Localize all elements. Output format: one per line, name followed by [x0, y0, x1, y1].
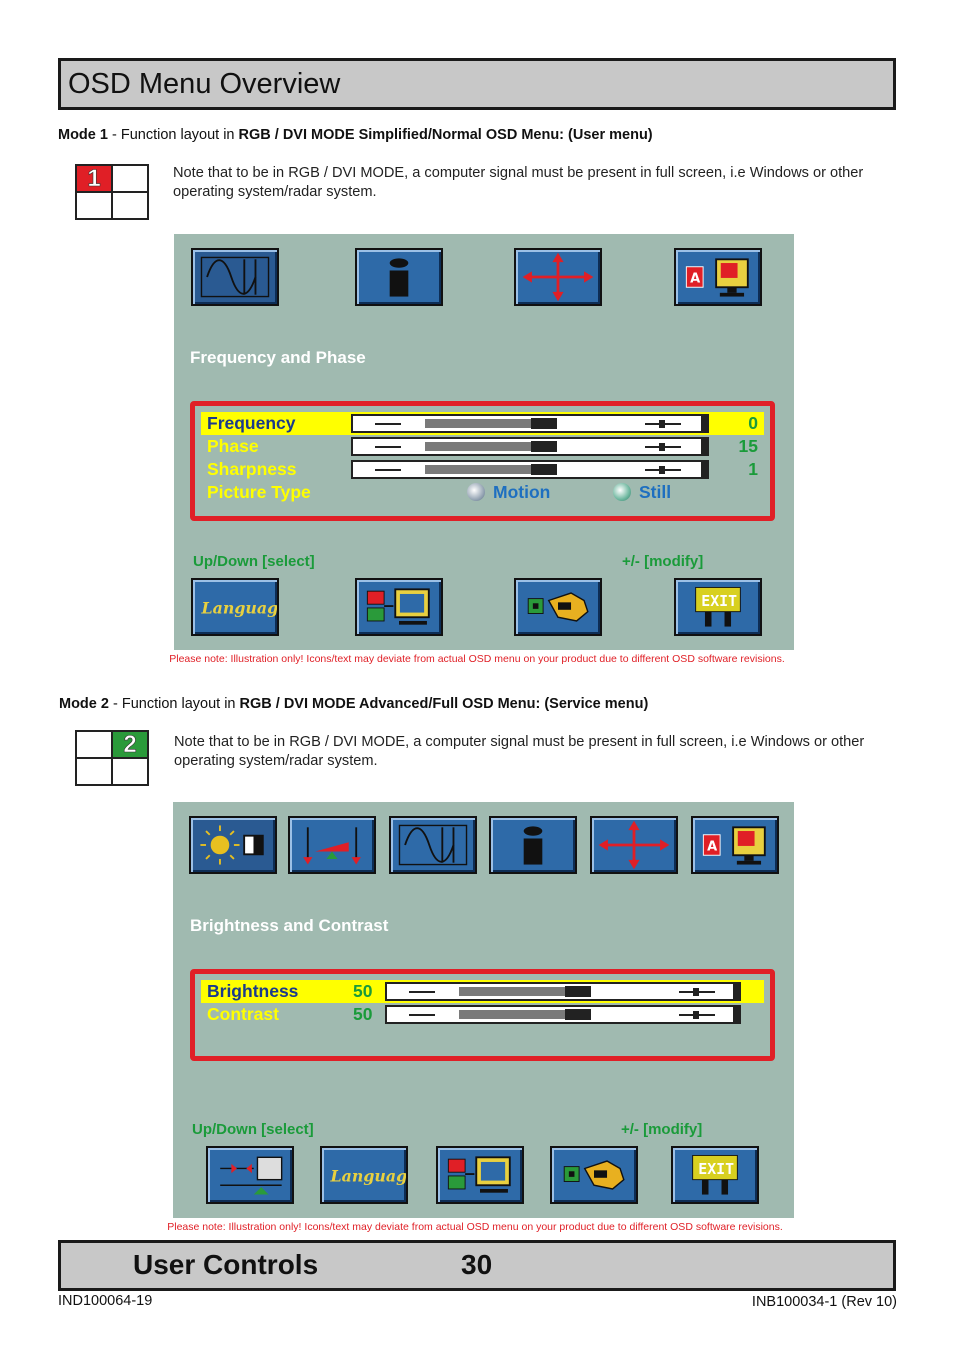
language-icon[interactable]: Language: [320, 1146, 408, 1204]
phase-value: 15: [738, 436, 758, 456]
mode1-osd-menu: A Frequency and Phase Frequency 0 Phase …: [174, 234, 794, 650]
page-number: 30: [461, 1249, 493, 1280]
grid-cell-active: 2: [112, 730, 148, 758]
tools-icon[interactable]: [514, 578, 602, 636]
svg-text:A: A: [690, 272, 701, 287]
svg-text:EXIT: EXIT: [701, 592, 737, 610]
mode1-grid-icon: 1: [75, 164, 149, 220]
brightness-contrast-icon[interactable]: [189, 816, 277, 874]
contrast-row[interactable]: Contrast 50: [201, 1003, 764, 1026]
mode1-heading: Mode 1 - Function layout in RGB / DVI MO…: [58, 127, 653, 143]
frequency-phase-icon[interactable]: [191, 248, 279, 306]
position-arrows-icon[interactable]: [590, 816, 678, 874]
page-title: OSD Menu Overview: [68, 68, 341, 100]
svg-text:A: A: [707, 840, 718, 855]
brightness-value: 50: [353, 981, 373, 1001]
info-icon[interactable]: [355, 248, 443, 306]
sharpness-row[interactable]: Sharpness 1: [207, 459, 758, 479]
mode2-grid-icon: 2: [75, 730, 149, 786]
doc-code-right: INB100034-1 (Rev 10): [751, 1294, 897, 1310]
color-icon[interactable]: [288, 816, 376, 874]
phase-slider[interactable]: [351, 437, 709, 456]
picture-type-row[interactable]: Picture Type Motion Still: [207, 481, 672, 504]
mode1-section-title: Frequency and Phase: [190, 348, 366, 367]
frequency-value: 0: [748, 413, 758, 433]
mode2-note: Note that to be in RGB / DVI MODE, a com…: [174, 734, 865, 769]
footer-bar: User Controls 30: [58, 1240, 896, 1291]
pip-icon[interactable]: [206, 1146, 294, 1204]
svg-text:Language: Language: [329, 1167, 406, 1186]
motion-radio-icon: [467, 483, 485, 501]
mode1-hint-modify: +/- [modify]: [622, 553, 704, 570]
doc-code-left: IND100064-19: [58, 1293, 153, 1309]
motion-option[interactable]: Motion: [467, 481, 550, 504]
position-arrows-icon[interactable]: [514, 248, 602, 306]
exit-icon[interactable]: EXIT: [674, 578, 762, 636]
brightness-row[interactable]: Brightness 50: [201, 980, 764, 1003]
mode1-note: Note that to be in RGB / DVI MODE, a com…: [173, 165, 864, 200]
grid-cell-active: 1: [76, 164, 112, 192]
still-radio-icon: [613, 483, 631, 501]
mode2-osd-menu: A Brightness and Contrast Brightness 50 …: [173, 802, 794, 1218]
still-option[interactable]: Still: [613, 481, 671, 504]
mode2-heading: Mode 2 - Function layout in RGB / DVI MO…: [59, 696, 649, 712]
contrast-value: 50: [353, 1004, 373, 1024]
input-source-icon[interactable]: [355, 578, 443, 636]
contrast-slider[interactable]: [385, 1005, 741, 1024]
mode2-section-title: Brightness and Contrast: [190, 916, 389, 935]
brightness-slider[interactable]: [385, 982, 741, 1001]
svg-text:EXIT: EXIT: [698, 1160, 734, 1178]
mode1-hint-select: Up/Down [select]: [193, 553, 315, 570]
mode2-settings-frame: Brightness 50 Contrast 50: [190, 969, 775, 1061]
mode1-disclaimer: Please note: Illustration only! Icons/te…: [169, 653, 785, 665]
language-icon[interactable]: Language: [191, 578, 279, 636]
sharpness-slider[interactable]: [351, 460, 709, 479]
info-icon[interactable]: [489, 816, 577, 874]
frequency-slider[interactable]: [351, 414, 709, 433]
svg-text:Language: Language: [200, 599, 277, 618]
exit-icon[interactable]: EXIT: [671, 1146, 759, 1204]
osd-settings-icon[interactable]: A: [674, 248, 762, 306]
mode2-disclaimer: Please note: Illustration only! Icons/te…: [167, 1221, 783, 1233]
phase-row[interactable]: Phase 15: [207, 436, 758, 456]
osd-settings-icon[interactable]: A: [691, 816, 779, 874]
frequency-phase-icon[interactable]: [389, 816, 477, 874]
input-source-icon[interactable]: [436, 1146, 524, 1204]
page-title-bar: OSD Menu Overview: [58, 58, 896, 110]
mode1-settings-frame: Frequency 0 Phase 15 Sharpness 1 Picture…: [190, 401, 775, 521]
mode2-hint-modify: +/- [modify]: [621, 1121, 703, 1138]
footer-section-title: User Controls: [133, 1249, 319, 1280]
frequency-row[interactable]: Frequency 0: [201, 412, 764, 435]
mode2-hint-select: Up/Down [select]: [192, 1121, 314, 1138]
sharpness-value: 1: [748, 459, 758, 479]
tools-icon[interactable]: [550, 1146, 638, 1204]
